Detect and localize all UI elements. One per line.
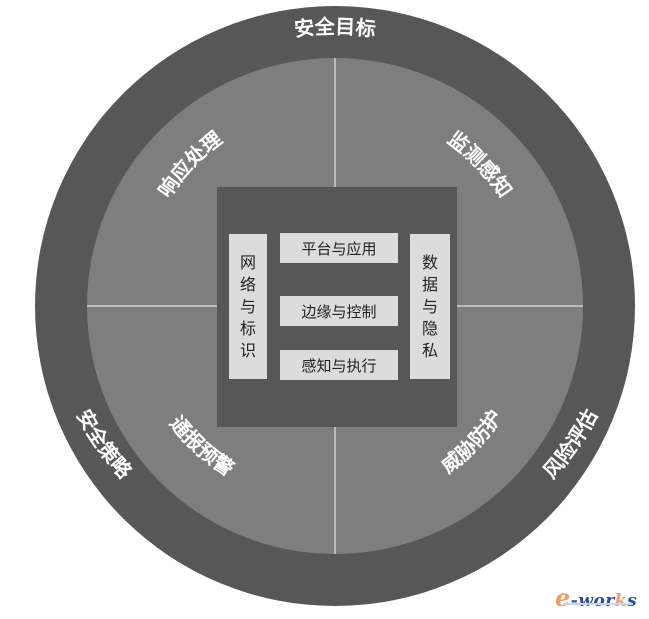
box-data-privacy-label: 数据与隐私 — [422, 252, 438, 362]
vertical-char: 网 — [239, 252, 256, 272]
box-sensing-execution: 感知与执行 — [280, 350, 398, 380]
eworks-watermark-logo: e-works — [555, 583, 637, 612]
box-network-identity: 网络与标识 — [229, 234, 267, 379]
vertical-char: 与 — [239, 296, 256, 316]
logo-text: -wor — [570, 591, 615, 611]
box-data-privacy: 数据与隐私 — [410, 234, 450, 379]
box-platform-application-label: 平台与应用 — [301, 239, 377, 258]
box-edge-control: 边缘与控制 — [280, 296, 398, 326]
vertical-char: 隐 — [421, 318, 438, 338]
box-sensing-execution-label: 感知与执行 — [301, 356, 377, 375]
logo-k: k — [614, 591, 628, 611]
box-network-identity-label: 网络与标识 — [240, 252, 256, 362]
vertical-char: 据 — [421, 274, 438, 294]
vertical-char: 数 — [421, 252, 438, 272]
vertical-char: 络 — [239, 274, 256, 294]
logo-underline — [563, 603, 633, 605]
logo-e: e — [555, 583, 571, 612]
box-platform-application: 平台与应用 — [280, 233, 398, 263]
vertical-char: 标 — [239, 318, 256, 338]
vertical-char: 与 — [421, 296, 438, 316]
vertical-char: 私 — [421, 340, 438, 360]
box-edge-control-label: 边缘与控制 — [301, 302, 377, 321]
vertical-char: 识 — [239, 340, 256, 360]
logo-s: s — [627, 591, 638, 611]
